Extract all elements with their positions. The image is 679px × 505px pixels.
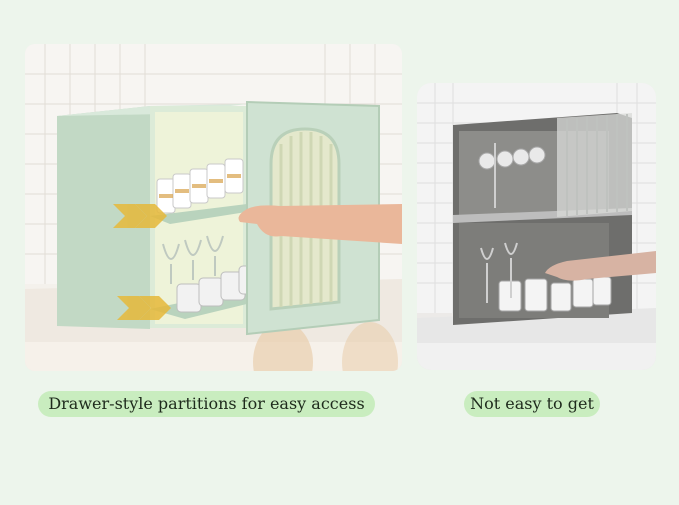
wine-glasses-right (480, 242, 518, 303)
left-product-photo (25, 44, 402, 371)
drawer-arrows-bottom (117, 296, 171, 320)
reaching-hand (545, 251, 656, 281)
fluted-door (557, 113, 632, 217)
caption-not-easy: Not easy to get (464, 391, 600, 417)
hand-pulling-drawer (238, 204, 402, 244)
wine-glasses (162, 235, 224, 284)
drawer-arrows-top (113, 204, 167, 228)
caption-drawer-style: Drawer-style partitions for easy access (38, 391, 375, 417)
right-comparison-photo (417, 83, 656, 370)
green-cabinet-illustration (25, 44, 402, 371)
grey-cabinet-illustration (417, 83, 656, 370)
mug-rack (478, 146, 546, 170)
